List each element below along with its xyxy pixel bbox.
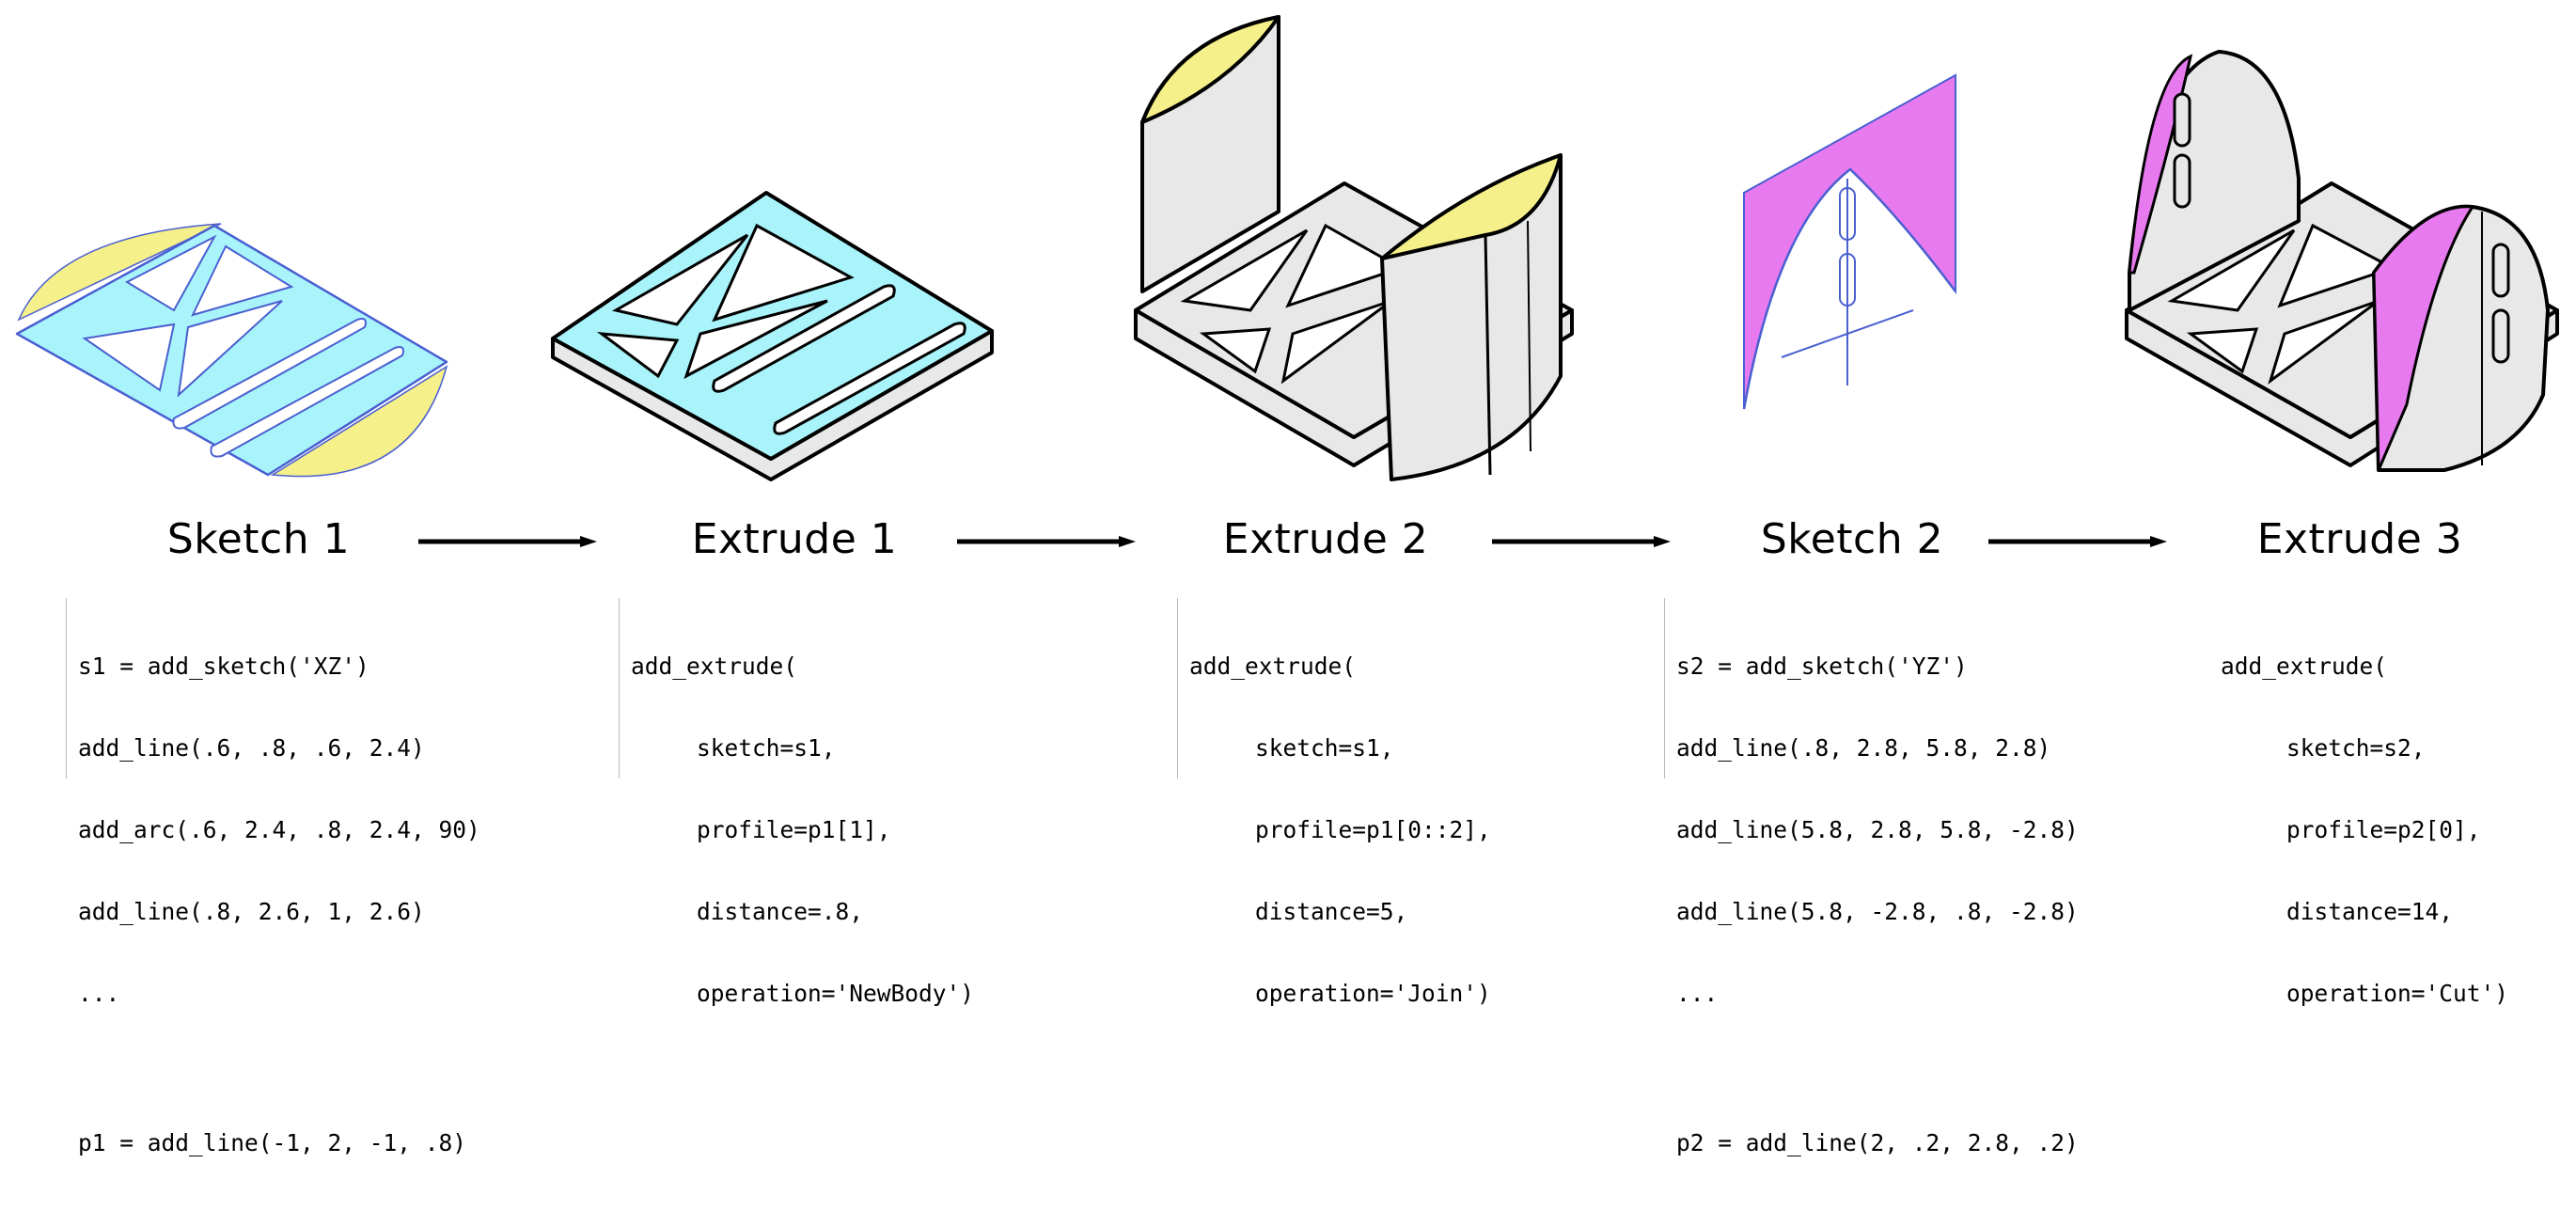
code-line: sketch=s1,: [1255, 734, 1394, 762]
code-line: add_extrude(: [631, 653, 798, 680]
illustrations: [15, 15, 2559, 481]
code-line: add_line(5.8, -2.8, .8, -2.8): [1676, 898, 2079, 925]
code-block-extrude2: add_extrude( sketch=s1, profile=p1[0::2]…: [1177, 598, 1678, 1007]
code-line: operation='Join'): [1255, 980, 1491, 1007]
code-line: add_arc(.6, 2.4, .8, 2.4, 90): [78, 816, 480, 843]
code-line: s2 = add_sketch('YZ'): [1676, 653, 1968, 680]
code-line: sketch=s2,: [2286, 734, 2426, 762]
code-line: distance=5,: [1255, 898, 1408, 925]
arrow-right-icon: [1988, 536, 2167, 547]
code-line: add_extrude(: [1189, 653, 1357, 680]
code-block-sketch2: s2 = add_sketch('YZ') add_line(.8, 2.8, …: [1664, 598, 2165, 1156]
cad-sequence-figure: Sketch 1 Extrude 1 Extrude 2 Sketch 2 Ex…: [15, 15, 2559, 1156]
code-line: s1 = add_sketch('XZ'): [78, 653, 369, 680]
code-line: add_line(.6, .8, .6, 2.4): [78, 734, 425, 762]
step-title-sketch2: Sketch 2: [1760, 515, 1944, 563]
step-title-extrude3: Extrude 3: [2256, 515, 2463, 563]
arrow-right-icon: [1492, 536, 1671, 547]
code-line: sketch=s1,: [697, 734, 836, 762]
arrow-right-icon: [418, 536, 597, 547]
sketch1-illustration: [15, 223, 448, 478]
code-line: add_line(5.8, 2.8, 5.8, -2.8): [1676, 816, 2079, 843]
code-line: operation='Cut'): [2286, 980, 2509, 1007]
code-line: add_extrude(: [2221, 653, 2388, 680]
arrow-right-icon: [957, 536, 1136, 547]
step-title-extrude1: Extrude 1: [691, 515, 898, 563]
code-line: profile=p2[0],: [2286, 816, 2481, 843]
code-block-extrude1: add_extrude( sketch=s1, profile=p1[1], d…: [619, 598, 1120, 1007]
code-line: add_line(.8, 2.6, 1, 2.6): [78, 898, 425, 925]
code-line: ...: [1676, 980, 1719, 1007]
sketch2-illustration: [1742, 73, 1956, 410]
code-line: add_line(.8, 2.8, 5.8, 2.8): [1676, 734, 2051, 762]
extrude1-illustration: [551, 191, 994, 481]
code-line: profile=p1[1],: [697, 816, 891, 843]
code-line: profile=p1[0::2],: [1255, 816, 1491, 843]
extrude2-illustration: [1134, 15, 1574, 481]
code-block-extrude3: add_extrude( sketch=s2, profile=p2[0], d…: [2209, 598, 2559, 1007]
step-title-sketch1: Sketch 1: [166, 515, 351, 563]
extrude3-illustration: [2125, 50, 2559, 472]
code-line: distance=14,: [2286, 898, 2454, 925]
code-line: ...: [78, 980, 120, 1007]
code-line: p1 = add_line(-1, 2, -1, .8): [78, 1129, 467, 1156]
code-line: p2 = add_line(2, .2, 2.8, .2): [1676, 1129, 2079, 1156]
code-block-sketch1: s1 = add_sketch('XZ') add_line(.6, .8, .…: [66, 598, 567, 1156]
code-line: distance=.8,: [697, 898, 864, 925]
step-title-extrude2: Extrude 2: [1222, 515, 1429, 563]
code-line: operation='NewBody'): [697, 980, 975, 1007]
